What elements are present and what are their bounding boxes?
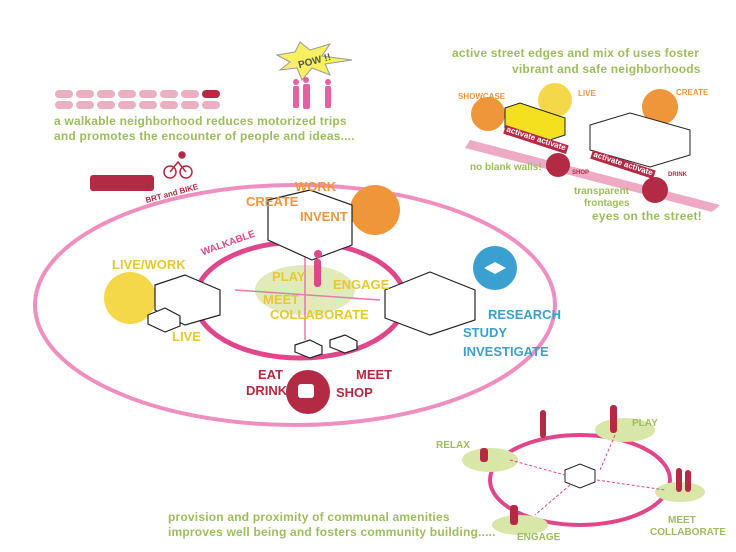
engage-label: ENGAGE <box>517 532 561 543</box>
showcase-label: SHOWCASE <box>458 92 506 101</box>
walker-icon <box>314 250 322 287</box>
connection-arrows <box>234 250 381 340</box>
walkable-caption-line1: a walkable neighborhood reduces motorize… <box>54 114 347 128</box>
collaborate-label: COLLABORATE <box>270 307 369 322</box>
drink-icon <box>642 177 668 203</box>
eyes-on-street: eyes on the street! <box>592 209 702 223</box>
shop-label: SHOP <box>336 385 373 400</box>
buildings <box>147 189 476 359</box>
create-tool-icon <box>642 89 678 125</box>
transparent-line1: transparent <box>574 186 630 197</box>
live-icon <box>104 272 156 324</box>
meet-label: MEET <box>263 292 300 307</box>
work-label: WORK <box>295 179 337 194</box>
white-building <box>589 112 691 168</box>
communal-caption-line1: provision and proximity of communal amen… <box>168 510 450 524</box>
create-label: CREATE <box>246 194 299 209</box>
invent-label: INVENT <box>300 209 348 224</box>
street-caption-line1: active street edges and mix of uses fost… <box>452 46 700 60</box>
walkable-caption-line2: and promotes the encounter of people and… <box>54 129 355 143</box>
play-label: PLAY <box>632 418 658 429</box>
meet-label: MEET <box>668 515 696 526</box>
no-blank-walls: no blank walls! <box>470 162 542 173</box>
people-icon <box>293 77 331 109</box>
research-label: RESEARCH <box>488 307 561 322</box>
live-work-label: LIVE/WORK <box>112 257 186 272</box>
relax-label: RELAX <box>436 440 470 451</box>
create-icon <box>350 185 400 235</box>
pow-burst-icon <box>275 41 353 81</box>
showcase-icon <box>471 97 505 131</box>
community-ellipse <box>488 433 672 527</box>
drink-label: DRINK <box>668 172 687 178</box>
collaborate-label: COLLABORATE <box>650 527 726 538</box>
meet-amenity-label: MEET <box>356 367 393 382</box>
live-label: LIVE <box>172 329 201 344</box>
transparent-line2: frontages <box>584 198 630 209</box>
shop-icon <box>546 153 570 177</box>
live-label: LIVE <box>578 89 596 98</box>
engage-label: ENGAGE <box>333 277 390 292</box>
community-arrows <box>509 434 666 516</box>
live-chair-icon <box>538 83 572 117</box>
shop-label: SHOP <box>572 170 590 176</box>
street-caption-line2: vibrant and safe neighborhoods <box>512 62 701 76</box>
drink-label: DRINK <box>246 383 288 398</box>
communal-caption-line2: improves well being and fosters communit… <box>168 525 496 539</box>
play-label: PLAY <box>272 269 306 284</box>
eat-label: EAT <box>258 367 284 382</box>
bus-icon <box>90 175 154 191</box>
pavilion-icon <box>564 463 596 489</box>
neighborhood-ellipse <box>33 183 557 427</box>
create-label: CREATE <box>676 88 709 97</box>
cars-icon <box>55 90 220 109</box>
people-silhouettes <box>480 405 691 525</box>
study-label: STUDY <box>463 325 508 340</box>
investigate-label: INVESTIGATE <box>463 344 549 359</box>
bike-icon <box>163 151 193 179</box>
